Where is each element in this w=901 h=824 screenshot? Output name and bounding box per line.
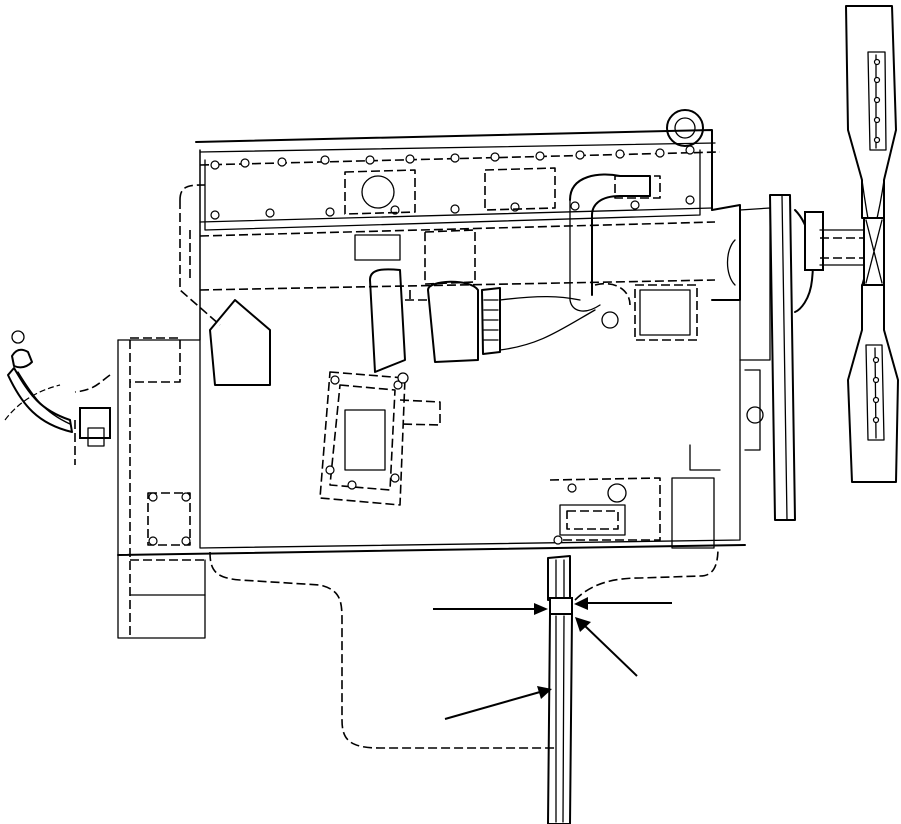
oil-pan-rail [117,544,746,556]
head-bolts [210,145,695,220]
callout-arrows [433,597,672,720]
crank-pulley [769,194,796,521]
lifting-eye [666,109,704,147]
rocker-cover-top [195,129,713,211]
oil-pan-outline [209,551,555,749]
diagonal-arrow [575,617,638,677]
oil-filler-assembly [4,330,111,465]
filler-cap [11,348,33,369]
left-arrow [433,603,548,615]
fan-assembly [845,5,899,483]
dipstick [547,555,573,824]
oil-filter [427,280,479,363]
breather-elbow [209,299,271,386]
filter-hose [481,287,501,355]
filler-cap-ring [11,330,25,344]
intake-port-1 [344,169,416,215]
fan-shaft [819,229,871,266]
timing-cover [711,204,741,301]
dipstick-clamp [549,597,573,615]
fan-blade-lower [847,284,899,483]
exhaust-elbow [369,268,406,373]
valve-cover [204,149,701,231]
side-cover-plate [147,492,191,546]
dipstick-tube [547,555,571,601]
dipstick-shaft [547,613,573,824]
idler-pulley [746,406,764,424]
front-cover-plate [639,289,691,336]
oil-cooler-cover [559,504,626,536]
water-pipe [569,173,651,296]
filler-tube [7,367,73,433]
fan-blade-upper [845,5,897,219]
intake-port-2 [484,167,556,211]
flywheel-housing [117,339,206,639]
right-arrow [574,597,672,610]
temp-sender [601,311,619,329]
engine-block [117,109,746,749]
block-body [199,149,741,549]
lower-arrow [444,686,552,720]
filler-elbow [79,407,111,439]
exhaust-flange [319,371,441,506]
front-drive [711,194,871,521]
